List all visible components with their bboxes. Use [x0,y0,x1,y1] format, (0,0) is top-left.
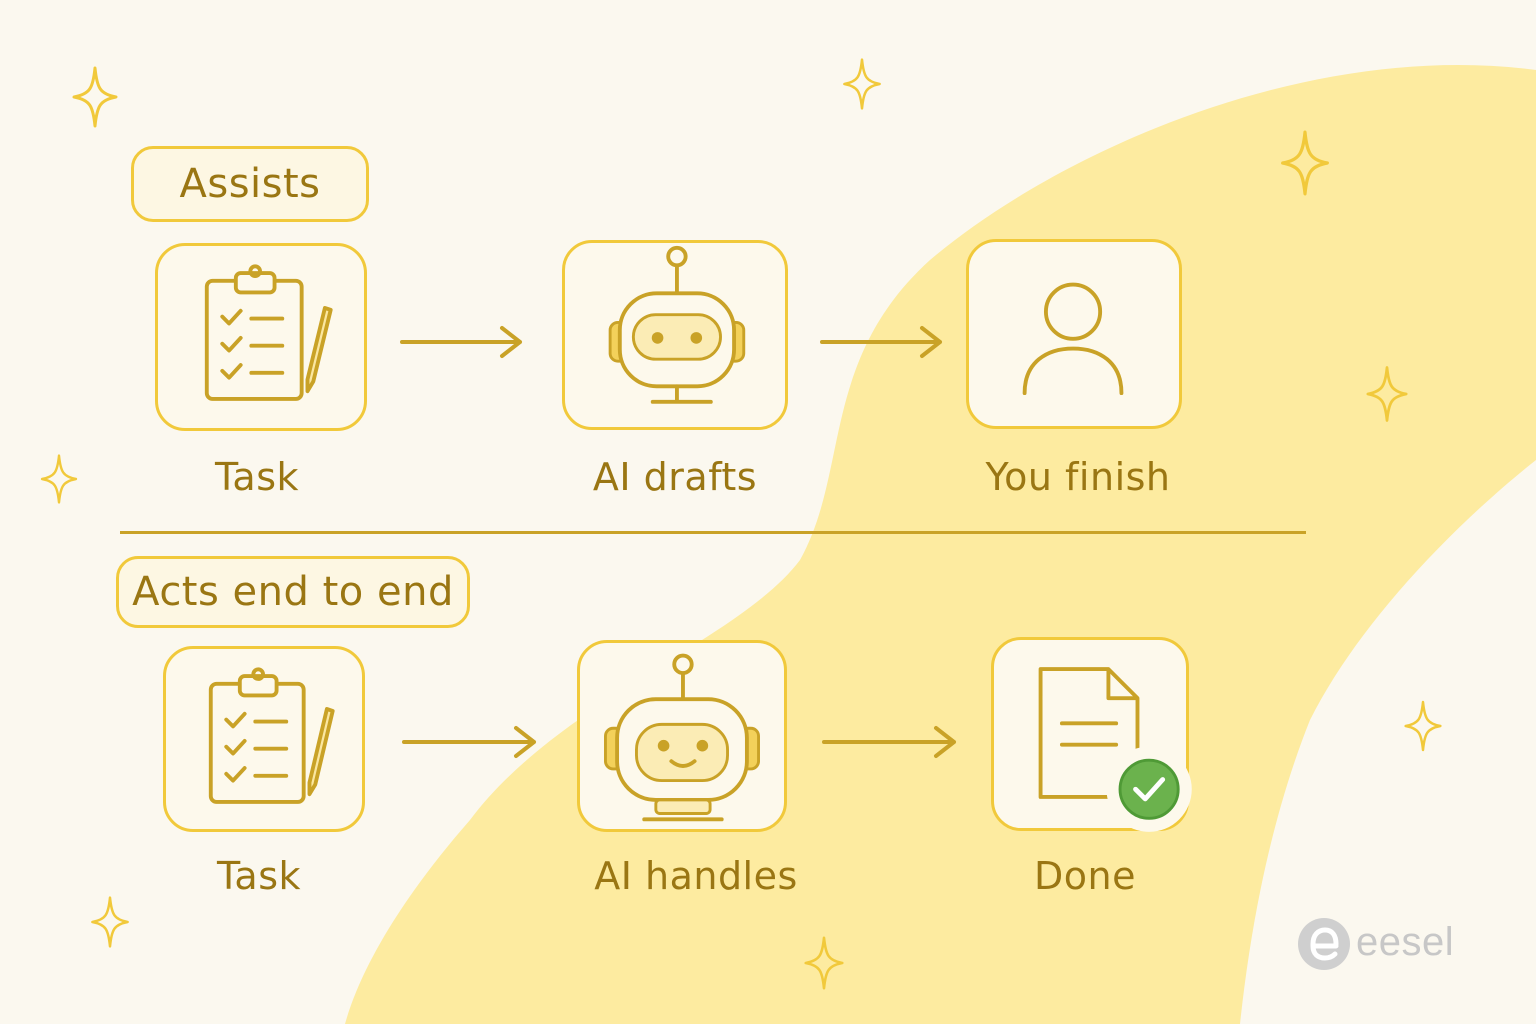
task-step-box [155,243,367,431]
arrow-right-icon [400,326,522,358]
step-label-task: Task [216,854,301,898]
row-title-acts-end-to-end: Acts end to end [116,556,470,628]
robot-icon [608,245,746,404]
arrow-right-icon [402,726,536,758]
step-label-you-finish: You finish [985,455,1171,499]
sparkle-icon [1404,700,1442,752]
section-divider [120,531,1306,534]
done-step-box [991,637,1192,832]
document-check-icon [1038,667,1192,832]
sparkle-icon [91,896,129,948]
sparkle-icon [72,66,118,128]
clipboard-checklist-icon [204,264,333,401]
arrow-right-icon [822,726,956,758]
eesel-logo: eesel [1296,916,1486,972]
ai-drafts-step-box [562,240,788,430]
smiling-robot-icon [604,653,760,822]
step-label-ai-drafts: AI drafts [592,455,758,499]
brand-name: eesel [1356,920,1455,964]
arrow-right-icon [820,326,942,358]
sparkle-icon [1281,130,1329,196]
sparkle-icon [40,454,78,504]
you-finish-step-box [966,239,1182,429]
task-step-box [163,646,365,832]
sparkle-icon [843,58,881,110]
row-title-assists: Assists [131,146,369,222]
step-label-done: Done [1034,854,1136,898]
step-label-ai-handles: AI handles [594,854,798,898]
sparkle-icon [1366,366,1408,422]
clipboard-checklist-icon [208,667,335,804]
ai-handles-step-box [577,640,787,832]
eesel-logo-icon [1298,918,1350,970]
sparkle-icon [804,936,844,990]
person-icon [1022,282,1124,396]
step-label-task: Task [214,455,299,499]
